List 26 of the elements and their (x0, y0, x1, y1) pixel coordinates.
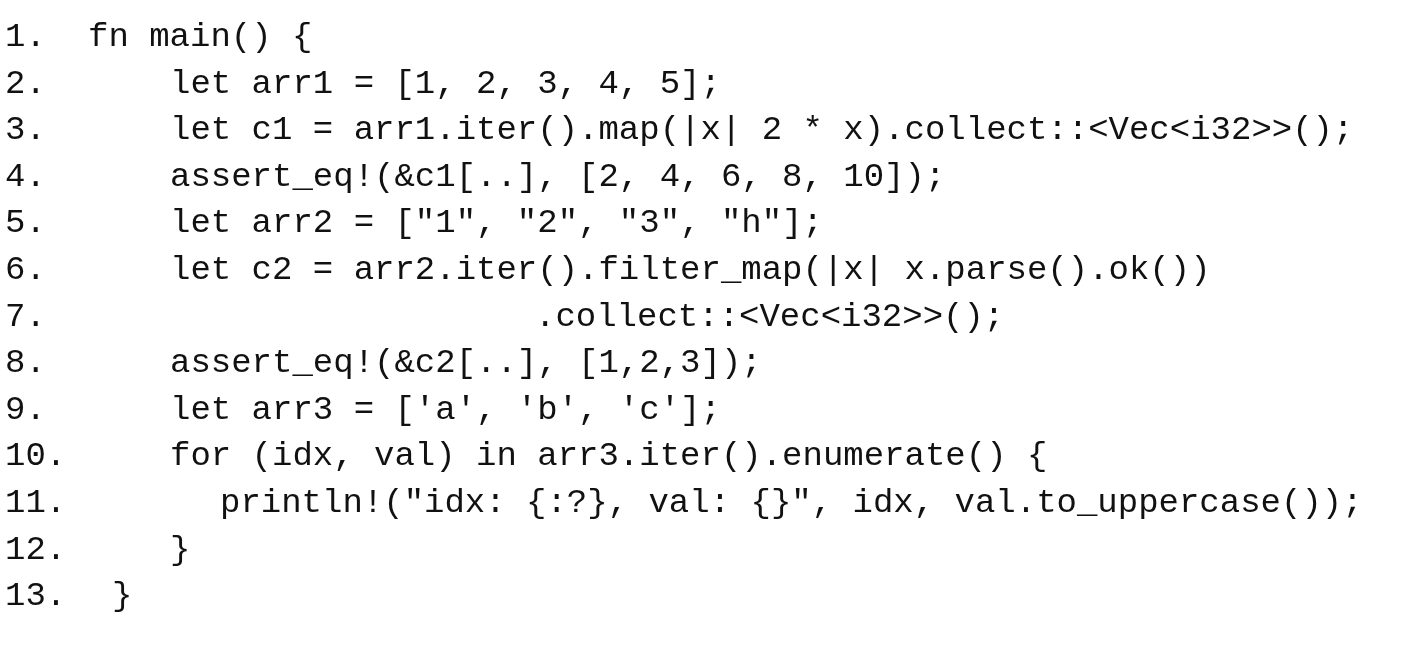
line-number: 1. (5, 17, 46, 58)
line-number: 13. (5, 576, 67, 618)
line-number: 11. (5, 483, 67, 524)
code-line: for (idx, val) in arr3.iter().enumerate() { (170, 436, 1048, 478)
code-line: assert_eq!(&c1[..], [2, 4, 6, 8, 10]); (170, 156, 946, 198)
code-line: let c1 = arr1.iter().map(|x| 2 * x).collect::<Vec<i32>>(); (170, 110, 1354, 152)
line-number: 7. (5, 296, 46, 338)
code-line: let c2 = arr2.iter().filter_map(|x| x.parse().ok()) (170, 250, 1211, 291)
line-number: 9. (5, 389, 46, 431)
line-number: 4. (5, 156, 46, 198)
line-number: 5. (5, 203, 46, 245)
line-number: 2. (5, 63, 46, 105)
code-line: assert_eq!(&c2[..], [1,2,3]); (170, 343, 762, 385)
code-line: let arr1 = [1, 2, 3, 4, 5]; (170, 63, 721, 105)
code-line: println!("idx: {:?}, val: {}", idx, val.to_uppercase()); (220, 483, 1363, 524)
code-line: let arr2 = ["1", "2", "3", "h"]; (170, 203, 823, 245)
code-line: } (112, 576, 133, 618)
code-line: .collect::<Vec<i32>>(); (535, 296, 1005, 338)
code-line: let arr3 = ['a', 'b', 'c']; (170, 389, 721, 431)
code-line: } (170, 529, 191, 571)
line-number: 3. (5, 110, 46, 152)
line-number: 6. (5, 250, 46, 291)
line-number: 8. (5, 343, 46, 385)
code-line: fn main() { (88, 17, 313, 58)
line-number: 10. (5, 436, 67, 478)
line-number: 12. (5, 529, 67, 571)
